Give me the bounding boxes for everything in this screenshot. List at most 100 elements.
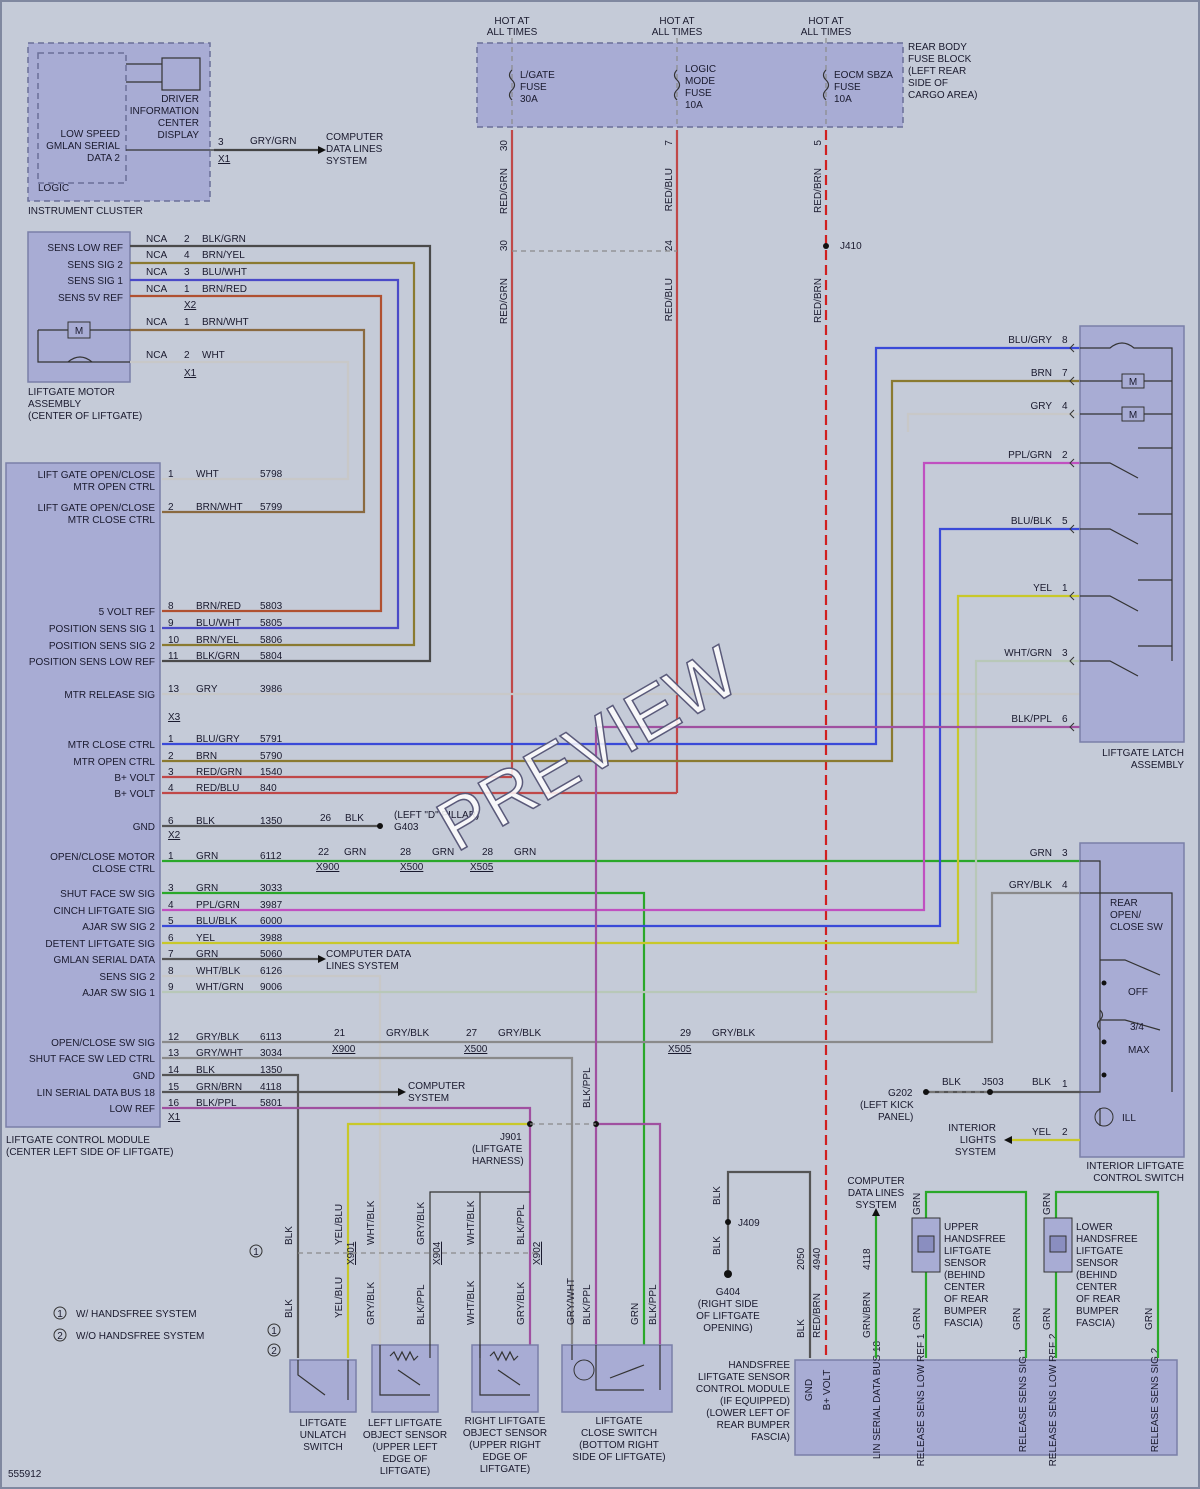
svg-text:DATA 2: DATA 2	[87, 153, 120, 164]
logic-mode-fuse: LOGIC	[685, 64, 716, 75]
lcm-wire-color: BLK/PPL	[196, 1098, 237, 1109]
svg-text:HOT AT: HOT AT	[494, 16, 529, 27]
svg-text:(RIGHT SIDE: (RIGHT SIDE	[698, 1299, 759, 1310]
svg-text:X500: X500	[464, 1044, 488, 1055]
lcm-pin-label: MTR OPEN CTRL	[73, 757, 155, 768]
lcm-connector-id: X1	[168, 1112, 181, 1123]
svg-text:BLK/PPL: BLK/PPL	[648, 1284, 659, 1325]
lcm-pin-number: 6	[168, 816, 174, 827]
svg-text:BLK/PPL: BLK/PPL	[516, 1204, 527, 1245]
svg-text:HANDSFREE: HANDSFREE	[728, 1360, 790, 1371]
svg-text:DISPLAY: DISPLAY	[158, 130, 200, 141]
svg-text:DATA LINES: DATA LINES	[848, 1188, 905, 1199]
svg-text:SYSTEM: SYSTEM	[955, 1147, 996, 1158]
svg-text:GRN: GRN	[344, 847, 366, 858]
svg-text:GRY/BLK: GRY/BLK	[712, 1028, 755, 1039]
svg-text:GRN: GRN	[1012, 1308, 1023, 1330]
lcm-circuit-number: 3987	[260, 900, 283, 911]
svg-text:1: 1	[184, 317, 190, 328]
lcm-pin-label: GND	[133, 822, 155, 833]
svg-text:DATA LINES: DATA LINES	[326, 144, 383, 155]
low-speed-label: LOW SPEED	[61, 129, 120, 140]
svg-text:29: 29	[680, 1028, 692, 1039]
lcm-wire-color: GRY/WHT	[196, 1048, 243, 1059]
lcm-circuit-number: 3986	[260, 684, 283, 695]
svg-text:SENS 5V REF: SENS 5V REF	[58, 293, 123, 304]
svg-text:NCA: NCA	[146, 250, 167, 261]
svg-text:BLK: BLK	[942, 1077, 961, 1088]
svg-text:ALL TIMES: ALL TIMES	[487, 27, 538, 38]
instrument-cluster: DRIVER INFORMATION CENTER DISPLAY LOW SP…	[27, 42, 383, 217]
svg-text:2050: 2050	[796, 1247, 807, 1270]
svg-text:SYSTEM: SYSTEM	[855, 1200, 896, 1211]
lcm-wire-color: GRN	[196, 949, 218, 960]
interior-pin-number: 1	[1062, 1079, 1068, 1090]
lcm-pin-label: AJAR SW SIG 2	[82, 922, 155, 933]
lcm-circuit-number: 6126	[260, 966, 283, 977]
lcm-circuit-number: 1350	[260, 816, 283, 827]
svg-text:X1: X1	[218, 154, 231, 165]
svg-text:G202: G202	[888, 1088, 913, 1099]
svg-text:7: 7	[664, 140, 675, 146]
svg-text:(BEHIND: (BEHIND	[944, 1270, 985, 1281]
lcm-circuit-number: 3988	[260, 933, 283, 944]
svg-text:SYSTEM: SYSTEM	[326, 156, 367, 167]
svg-text:LINES SYSTEM: LINES SYSTEM	[326, 961, 399, 972]
svg-text:(LIFTGATE: (LIFTGATE	[472, 1144, 523, 1155]
svg-text:HARNESS): HARNESS)	[472, 1156, 524, 1167]
svg-text:J410: J410	[840, 241, 862, 252]
lcm-pin-number: 5	[168, 916, 174, 927]
lcm-pin-number: 10	[168, 635, 180, 646]
svg-text:GRY/WHT: GRY/WHT	[566, 1278, 577, 1325]
latch-pin-number: 7	[1062, 368, 1068, 379]
svg-text:HANDSFREE: HANDSFREE	[1076, 1234, 1138, 1245]
svg-text:BRN/YEL: BRN/YEL	[202, 250, 245, 261]
interior-wire-color: GRY/BLK	[1009, 880, 1052, 891]
lcm-connector-id: X3	[168, 712, 181, 723]
svg-text:HANDSFREE: HANDSFREE	[944, 1234, 1006, 1245]
svg-text:BUMPER: BUMPER	[1076, 1306, 1119, 1317]
lcm-pin-number: 2	[168, 502, 174, 513]
lcm-pin-number: 7	[168, 949, 174, 960]
svg-text:BLU/WHT: BLU/WHT	[202, 267, 247, 278]
lcm-wire-color: BRN/WHT	[196, 502, 243, 513]
svg-text:X1: X1	[184, 368, 197, 379]
svg-text:COMPUTER: COMPUTER	[408, 1081, 465, 1092]
lcm-circuit-number: 3034	[260, 1048, 283, 1059]
svg-text:SYSTEM: SYSTEM	[408, 1093, 449, 1104]
svg-text:COMPUTER: COMPUTER	[326, 132, 383, 143]
lcm-pin-number: 2	[168, 751, 174, 762]
liftgate-control-module: LIFTGATE CONTROL MODULE (CENTER LEFT SID…	[5, 462, 173, 1158]
svg-text:CLOSE SW: CLOSE SW	[1110, 922, 1163, 933]
svg-text:W/O HANDSFREE SYSTEM: W/O HANDSFREE SYSTEM	[76, 1331, 204, 1342]
lcm-circuit-number: 9006	[260, 982, 283, 993]
svg-text:2: 2	[271, 1346, 277, 1357]
lcm-pin-label: MTR CLOSE CTRL	[68, 740, 156, 751]
svg-text:RED/BLU: RED/BLU	[664, 278, 675, 321]
latch-pin-number: 5	[1062, 516, 1068, 527]
svg-text:OBJECT SENSOR: OBJECT SENSOR	[363, 1430, 447, 1441]
svg-text:LIFTGATE): LIFTGATE)	[480, 1464, 530, 1475]
lcm-wire-color: WHT	[196, 469, 219, 480]
svg-text:RELEASE SENS LOW REF 2: RELEASE SENS LOW REF 2	[1048, 1333, 1059, 1466]
svg-text:CARGO AREA): CARGO AREA)	[908, 90, 977, 101]
svg-text:MODE: MODE	[685, 76, 715, 87]
svg-text:1: 1	[184, 284, 190, 295]
svg-text:GRN: GRN	[514, 847, 536, 858]
motor-assembly-label: LIFTGATE MOTOR	[28, 387, 115, 398]
lcm-pin-number: 11	[168, 651, 179, 662]
power-feeds: 30 30 7 24 5 RED/GRN RED/GRN RED/BLU RED…	[499, 130, 862, 1358]
svg-text:SENSOR: SENSOR	[944, 1258, 986, 1269]
lcm-circuit-number: 6112	[260, 851, 282, 862]
svg-text:OBJECT SENSOR: OBJECT SENSOR	[463, 1428, 547, 1439]
svg-text:(LOWER LEFT OF: (LOWER LEFT OF	[706, 1408, 790, 1419]
